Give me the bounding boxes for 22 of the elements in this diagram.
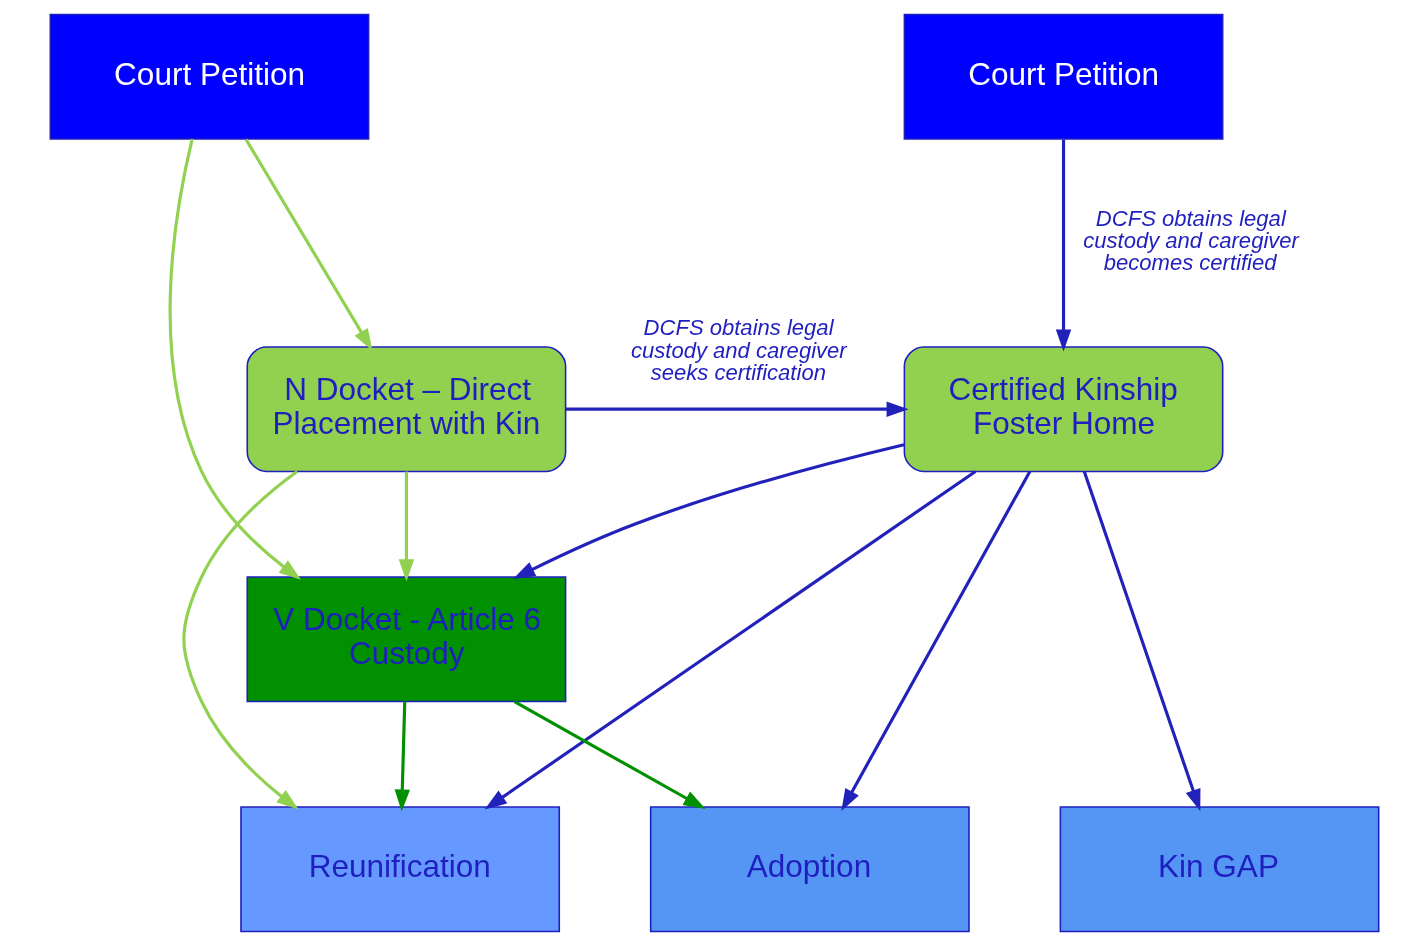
arrow (168, 138, 301, 580)
arrow (513, 700, 706, 810)
node-box: Reunification (239, 806, 560, 933)
arrow (512, 443, 904, 580)
node-box: Court Petition (903, 13, 1223, 140)
arrow (1055, 139, 1071, 352)
arrow (244, 138, 372, 351)
node-box: Kin GAP (1059, 806, 1379, 933)
node-box: V Docket - Article 6 Custody (246, 576, 566, 703)
arrow (565, 401, 909, 417)
arrow (484, 470, 976, 810)
node-box: Certified Kinship Foster Home (903, 346, 1223, 473)
arrow (398, 471, 414, 582)
arrow (181, 470, 298, 810)
arrow (394, 701, 410, 812)
arrow (840, 470, 1031, 811)
edge-label: DCFS obtains legal custody and caregiver seeks certification (630, 315, 847, 385)
node-box: Adoption (649, 806, 970, 933)
node-box: N Docket – Direct Placement with Kin (246, 346, 566, 473)
arrow (1082, 470, 1200, 812)
node-box: Court Petition (49, 13, 369, 140)
edge-label: DCFS obtains legal custody and caregiver becomes certified (1082, 205, 1299, 276)
